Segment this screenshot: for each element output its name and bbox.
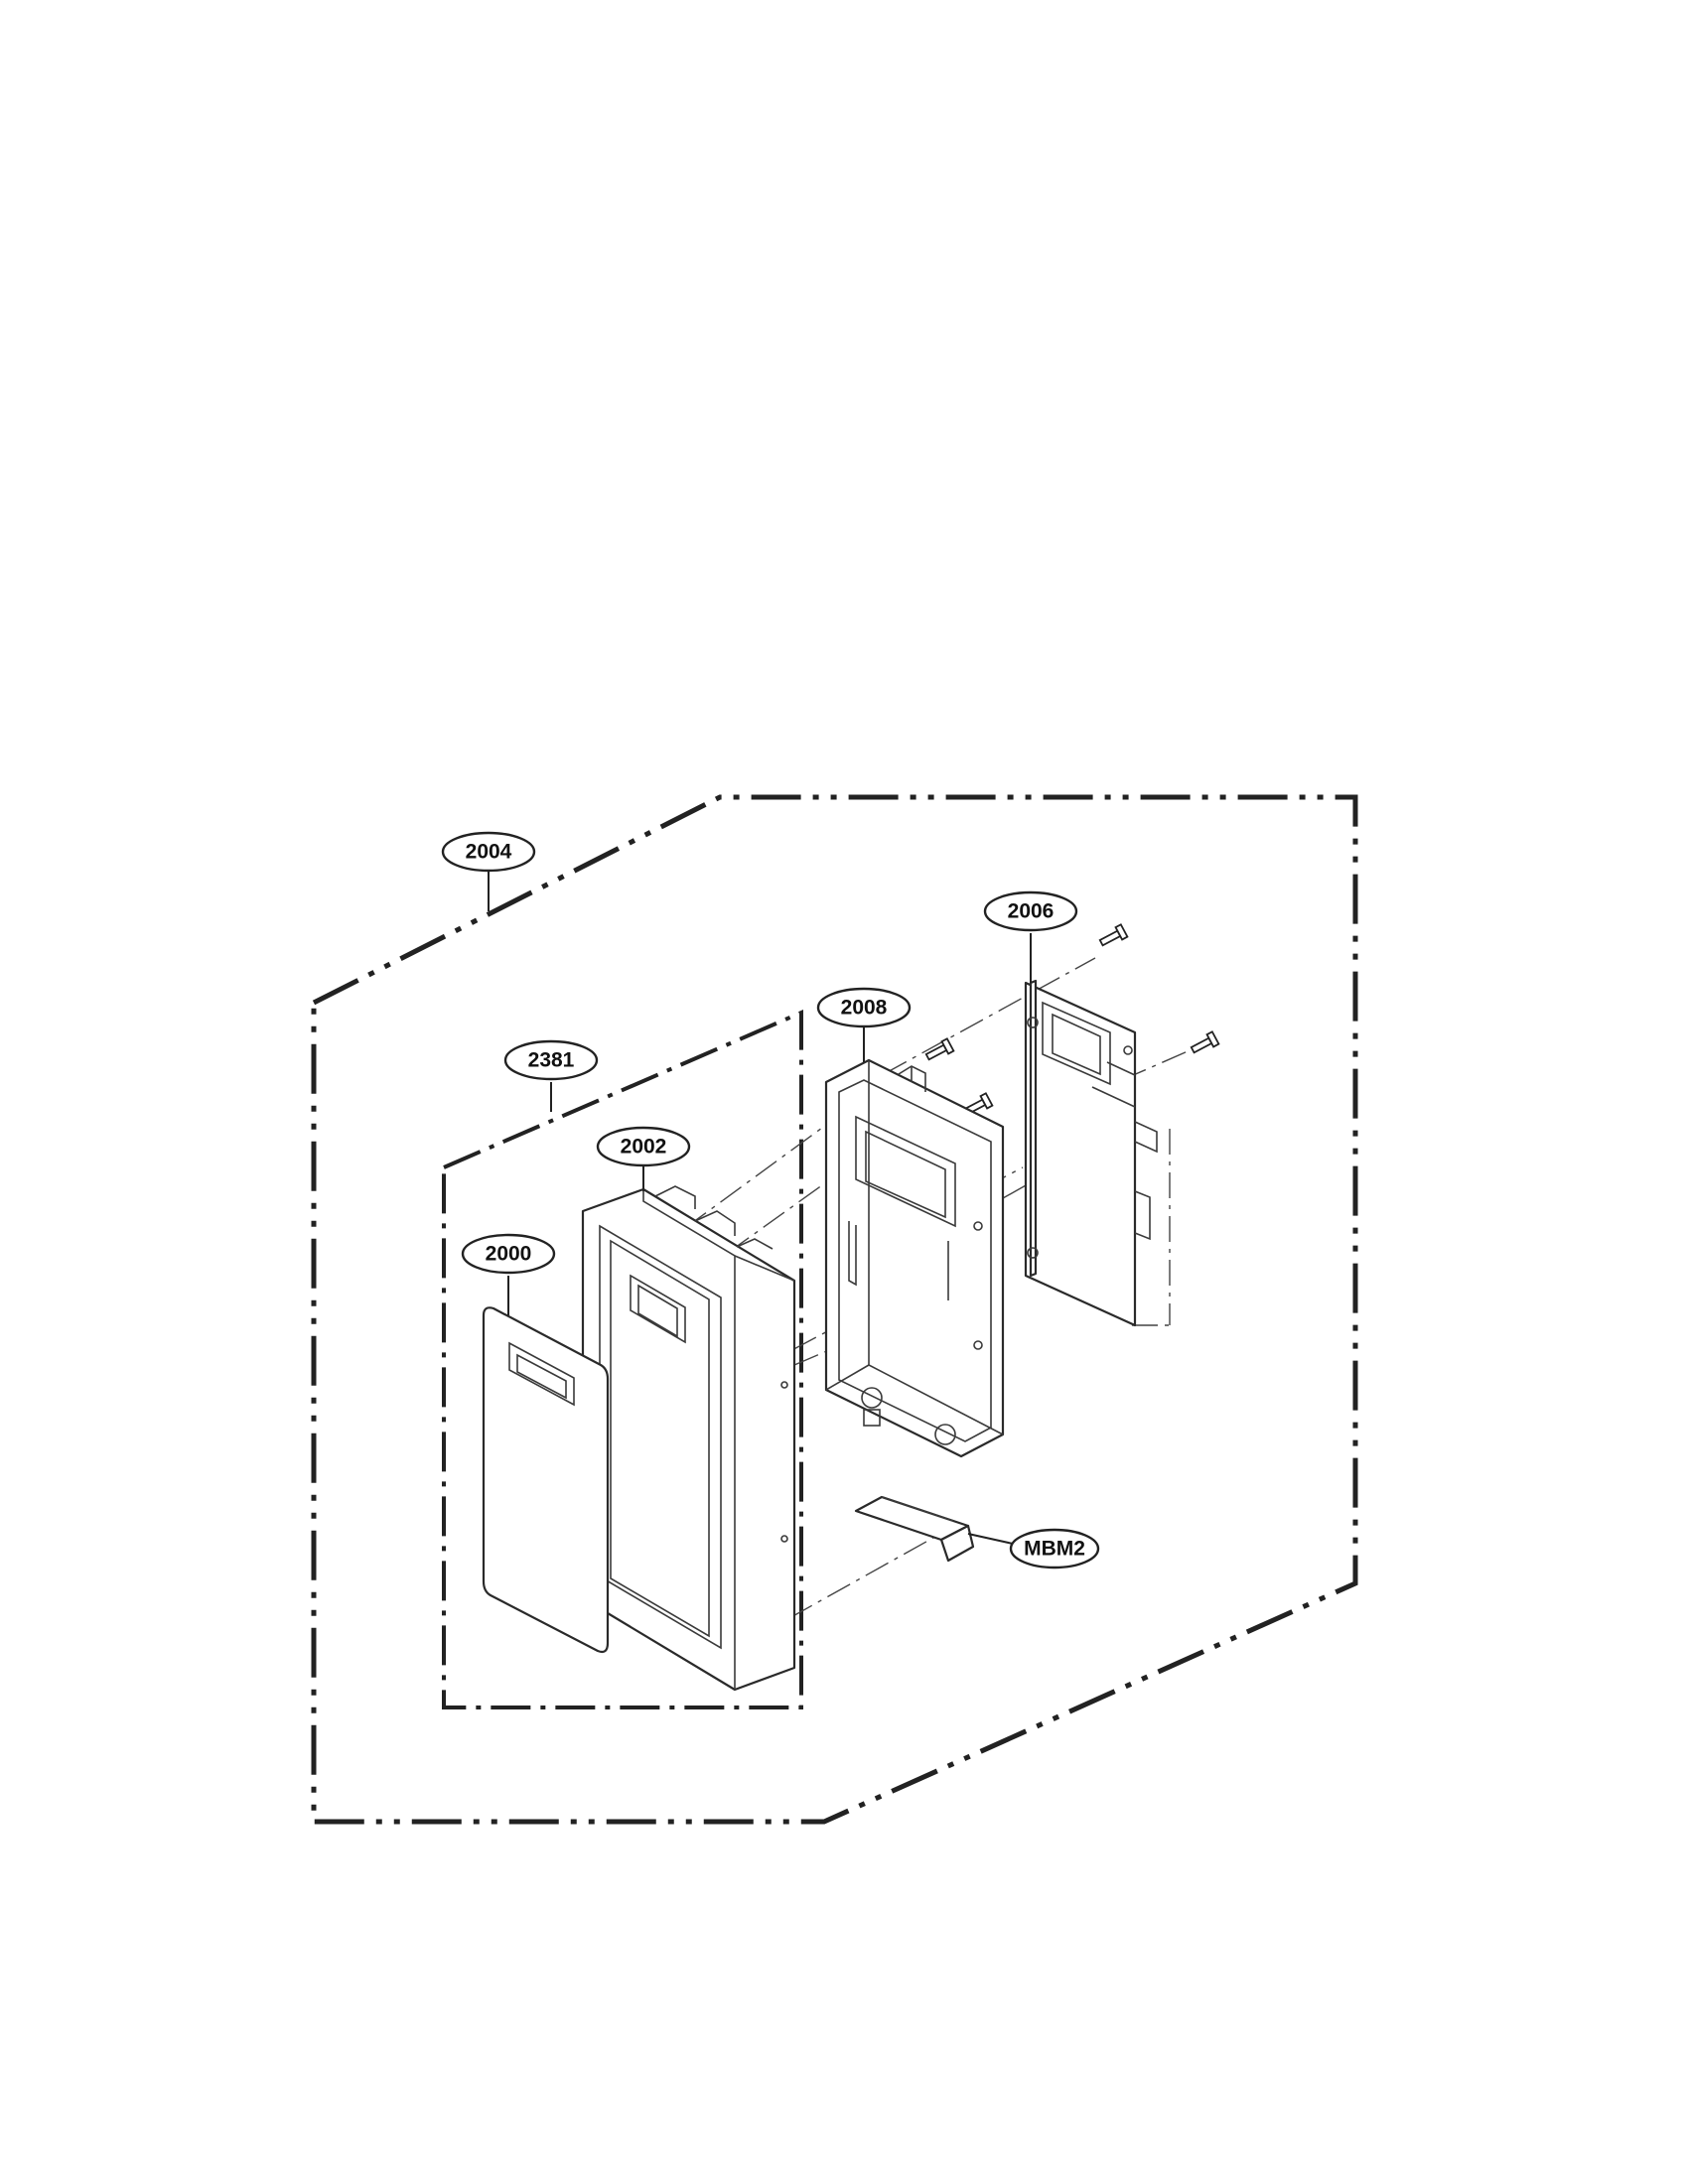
assembly-boundary-2004 [311,794,1358,1825]
callout-2004: 2004 [441,831,536,873]
svg-text:2006: 2006 [1008,900,1055,923]
callout-2008: 2008 [816,987,912,1028]
screws [924,923,1220,1116]
svg-text:2002: 2002 [621,1136,667,1159]
leader-lines [488,871,1032,1545]
mounting-piece-mbm2 [854,1495,975,1563]
svg-text:2000: 2000 [486,1243,532,1266]
callout-2002: 2002 [596,1126,691,1167]
svg-text:2008: 2008 [841,997,888,1020]
callout-2000: 2000 [461,1233,556,1275]
assembly-boundary-2381 [442,1009,803,1709]
film-sheet-2000 [482,1306,610,1654]
frame-2002 [581,1185,796,1692]
callout-2381: 2381 [503,1039,599,1081]
callout-2006: 2006 [983,890,1078,932]
callout-mbm2: MBM2 [1009,1528,1100,1570]
screw-icon [1190,1030,1220,1054]
control-frame-2008 [824,1058,1005,1458]
pcb-assembly-2006 [1024,979,1158,1327]
svg-text:MBM2: MBM2 [1024,1538,1085,1561]
svg-text:2381: 2381 [528,1049,575,1072]
svg-text:2004: 2004 [466,841,512,864]
screw-icon [924,1037,955,1061]
screw-icon [1098,923,1129,947]
